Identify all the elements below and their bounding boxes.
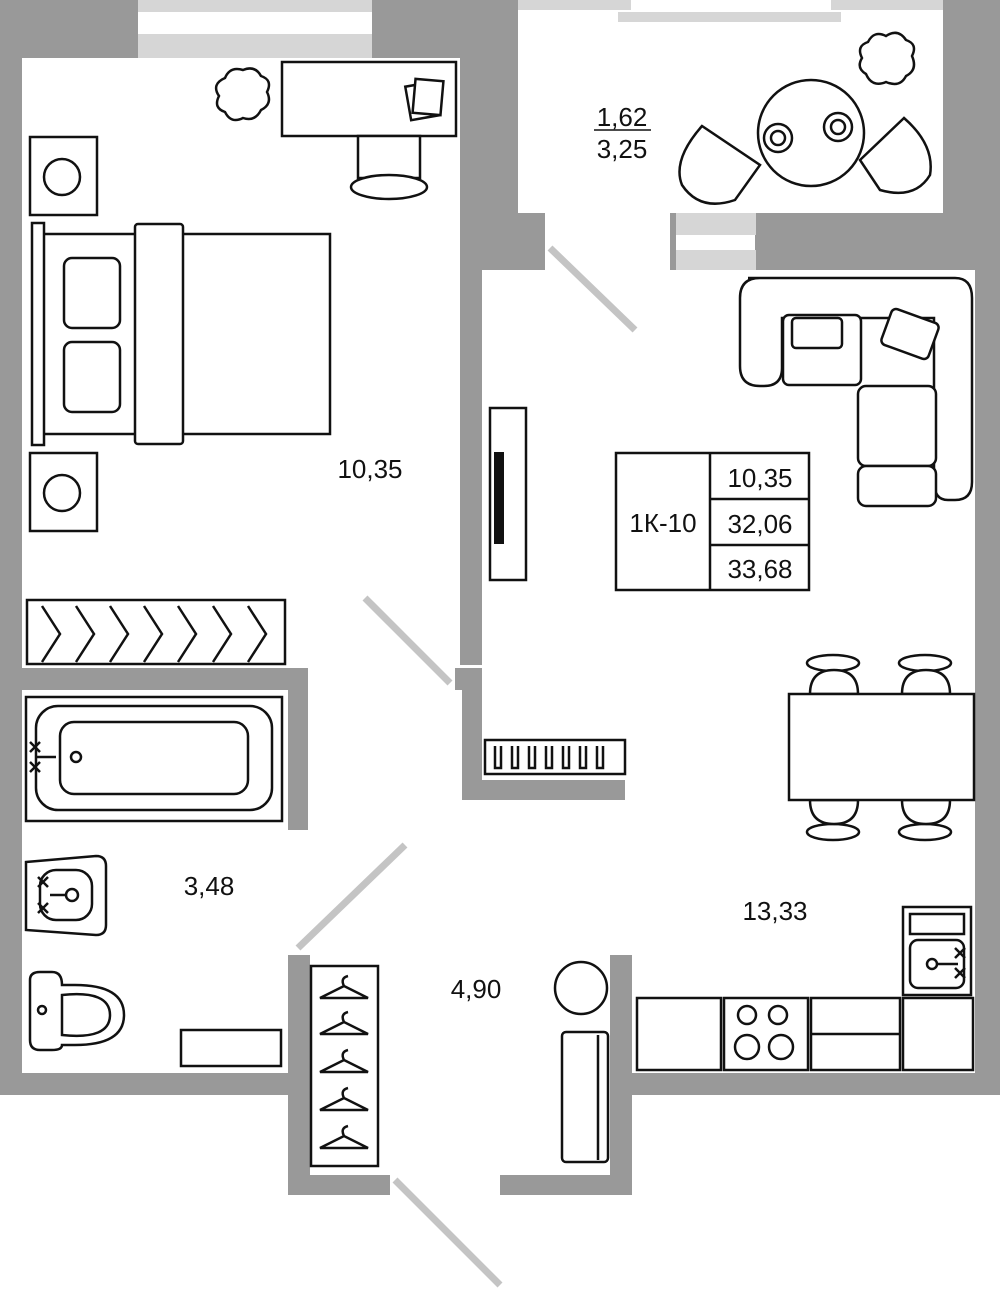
doors [295,245,638,1288]
balcony-area-top: 1,62 [597,102,648,132]
hangers-icon [40,605,268,663]
wardrobe-icon [25,598,287,666]
living-area: 10,35 [727,463,792,493]
bedroom-area: 10,35 [337,454,402,484]
plant-icon [214,67,271,122]
bathroom-furniture: 3,48 [24,695,284,1068]
armchair-icon [858,116,932,195]
armchair-icon [678,124,762,205]
hallway-furniture: 4,90 [309,960,610,1168]
kitchen-living-area: 13,33 [742,896,807,926]
bathtub-icon [24,695,284,823]
windows [138,0,943,270]
cabinet-icon [635,996,723,1072]
dining-chairs-icon [805,653,953,842]
apartment-summary-table: 1К-10 10,35 32,06 33,68 [614,451,811,592]
walls [0,0,1000,1195]
stove-icon [722,996,810,1072]
apartment-code: 1К-10 [629,508,696,538]
dining-table-icon [787,692,976,802]
chair-icon [356,134,422,180]
total-with-balcony-area: 33,68 [727,554,792,584]
nightstand-icon [28,451,99,533]
bathroom-area: 3,48 [184,871,235,901]
balcony-area-bottom: 3,25 [597,134,648,164]
balcony-furniture: 1,62 3,25 [594,31,932,205]
hangers-icon [319,974,369,1150]
closet-icon [309,964,380,1168]
living-furniture: 13,33 [483,276,976,1072]
cabinet-icon [901,996,975,1072]
washing-machine-icon [179,1028,283,1068]
bench-icon [560,1030,610,1164]
hallway-area: 4,90 [451,974,502,1004]
bedroom-furniture [25,60,458,666]
table-icon [756,78,866,188]
total-area: 32,06 [727,509,792,539]
plant-icon [858,31,916,86]
radiator-icon [483,738,627,776]
stool-icon [553,960,609,1016]
nightstand-icon [28,135,99,217]
